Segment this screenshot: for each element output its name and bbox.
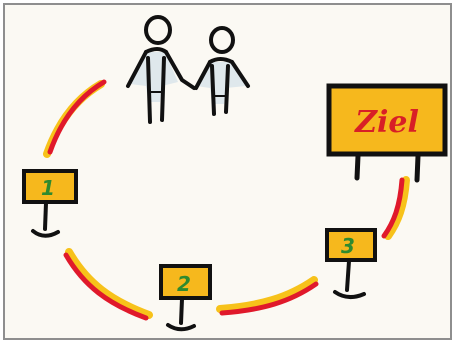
- milestone-2-number: 2: [177, 272, 191, 296]
- signpost-icon: [325, 228, 377, 299]
- path-segment-3-to-goal: [381, 176, 410, 240]
- path-segment-people-to-1: [43, 79, 107, 158]
- person-icon: [126, 15, 196, 124]
- path-segment-1-to-2: [63, 248, 153, 321]
- goal-sign-label: Ziel: [354, 105, 419, 140]
- milestone-1-signpost: 1: [22, 169, 78, 238]
- signpost-icon: [159, 264, 212, 332]
- milestone-3-signpost: 3: [325, 228, 377, 299]
- person-icon: [194, 26, 250, 116]
- journey-path: [43, 79, 410, 321]
- goal-sign-icon: [326, 83, 448, 183]
- signpost-icon: [22, 169, 78, 238]
- goal-sign: Ziel: [326, 83, 448, 183]
- milestone-2-signpost: 2: [159, 264, 212, 332]
- milestone-3-number: 3: [341, 234, 355, 258]
- milestone-1-number: 1: [41, 176, 55, 200]
- path-segment-2-to-3: [216, 276, 319, 316]
- people-group: [126, 15, 250, 124]
